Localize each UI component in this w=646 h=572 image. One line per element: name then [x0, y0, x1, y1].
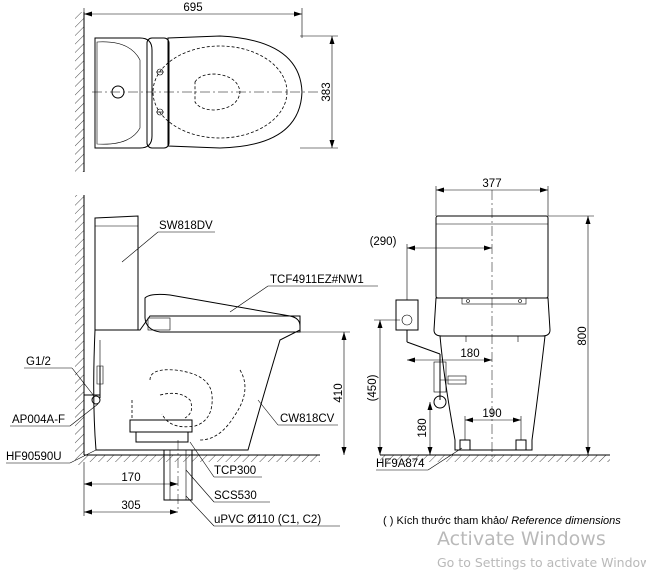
- top-wall-hatch: [75, 12, 84, 172]
- dim-inlet-180-horizontal: 180: [460, 348, 479, 360]
- reference-note-prefix: ( ) Kích thước tham khảo/: [383, 515, 512, 527]
- label-gasket: SCS530: [214, 490, 257, 502]
- dim-height-800: 800: [577, 326, 589, 345]
- dim-height-410: 410: [333, 383, 345, 402]
- top-bowl: [167, 35, 303, 149]
- label-hose: AP004A-F: [12, 414, 65, 426]
- side-wall-hatch: [75, 195, 84, 465]
- watermark-subtitle: Go to Settings to activate Windows.: [437, 555, 646, 570]
- front-view: 377 (290) 800 (450) 180 180: [367, 178, 610, 471]
- dim-top-depth: 383: [321, 82, 333, 101]
- front-bowl: [439, 335, 546, 451]
- reference-note-italic: Reference dimensions: [511, 515, 621, 527]
- label-seat: TCF4911EZ#NW1: [270, 274, 364, 286]
- watermark-title: Activate Windows: [437, 528, 606, 550]
- dim-front-width: 377: [482, 178, 501, 190]
- dim-top-width: 695: [183, 2, 202, 14]
- dim-height-450: (450): [367, 374, 379, 401]
- top-view: 695 383: [75, 2, 338, 172]
- dim-rough-in-305: 305: [121, 500, 140, 512]
- reference-note: ( ) Kích thước tham khảo/ Reference dime…: [383, 515, 621, 527]
- top-tank: [94, 37, 153, 149]
- side-seat: [144, 293, 301, 333]
- dim-feet-190: 190: [482, 408, 501, 420]
- label-pipe: uPVC Ø110 (C1, C2): [214, 514, 321, 526]
- side-floor-hatch: [84, 455, 320, 462]
- label-tank: SW818DV: [159, 220, 213, 232]
- label-flange: TCP300: [214, 465, 256, 477]
- label-washer: HF90590U: [6, 451, 62, 463]
- label-valve: G1/2: [26, 356, 51, 368]
- label-anchor: HF9A874: [376, 458, 425, 470]
- dim-offset-290: (290): [370, 236, 397, 248]
- dim-inlet-180-vertical: 180: [417, 418, 429, 437]
- side-view: 410 170 305 SW818DV TCF4911EZ#NW1 G1/2 A…: [6, 195, 378, 527]
- label-bowl: CW818CV: [280, 413, 335, 425]
- side-bowl: [93, 315, 301, 451]
- dim-rough-in-170: 170: [121, 472, 140, 484]
- side-tank: [94, 215, 139, 331]
- front-floor-hatch: [380, 455, 610, 462]
